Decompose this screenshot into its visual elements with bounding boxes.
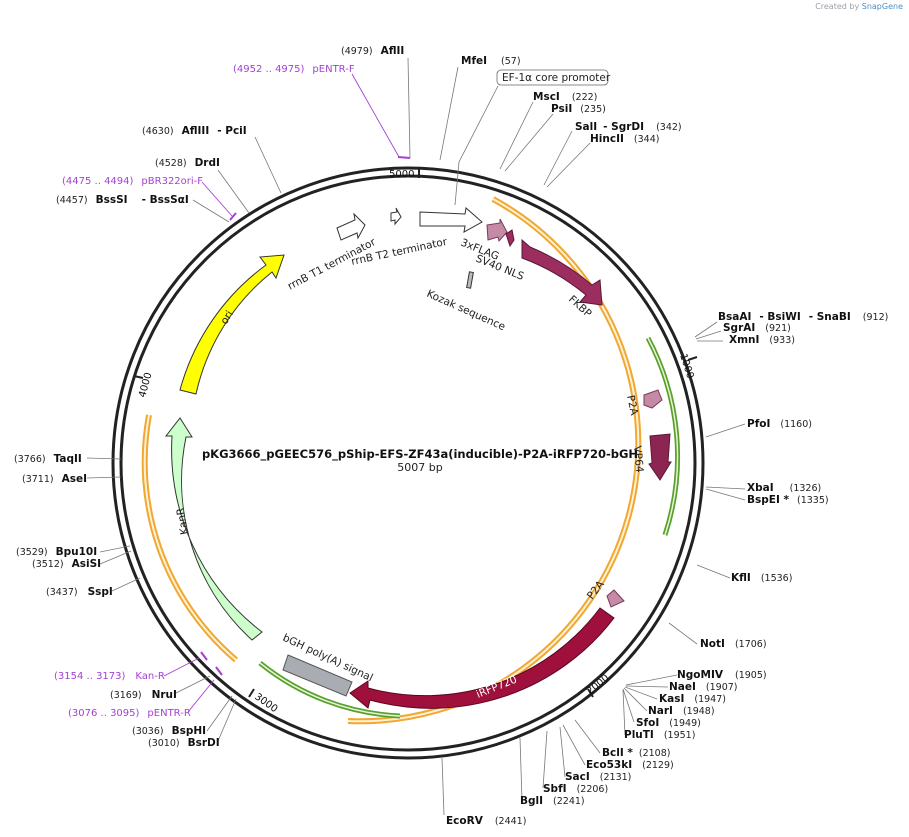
tick-4000: 4000	[137, 371, 154, 398]
kozak-feature[interactable]	[466, 271, 474, 289]
rrnb-t2-feature[interactable]	[390, 207, 402, 226]
enzyme-ngomiv[interactable]: NgoMIV(1905)	[677, 669, 767, 681]
enzyme-sspi[interactable]: (3437)SspI	[46, 586, 113, 598]
primer-pbr322ori-f[interactable]: (4475 .. 4494)pBR322ori-F	[62, 176, 203, 187]
vp64-label[interactable]: VP64	[631, 445, 645, 473]
enzyme-xbai[interactable]: XbaI(1326)	[747, 482, 821, 494]
bgh-polya-feature[interactable]	[282, 654, 353, 697]
backbone-outer	[111, 166, 705, 760]
primer-kan-r[interactable]: (3154 .. 3173)Kan-R	[54, 671, 165, 682]
created-by-credit: Created by SnapGene	[815, 2, 903, 11]
enzyme-bcli[interactable]: BclI *(2108)	[602, 747, 670, 759]
kanr-label[interactable]: KanR	[174, 507, 191, 536]
primer-pentr-r[interactable]: (3076 .. 3095)pENTR-R	[68, 708, 191, 719]
p2a-2-feature[interactable]	[606, 589, 625, 608]
enzyme-aflii[interactable]: (4979)AflII	[341, 45, 404, 57]
ef1a-promoter-feature[interactable]	[419, 207, 483, 233]
ori-feature[interactable]	[179, 254, 285, 395]
enzyme-ecorv[interactable]: EcoRV(2441)	[446, 815, 526, 827]
enzyme-drdi[interactable]: (4528)DrdI	[155, 157, 220, 169]
enzyme-eco53ki[interactable]: Eco53kI(2129)	[586, 759, 674, 771]
irfp720-feature[interactable]	[349, 607, 615, 709]
enzyme-pfoi[interactable]: PfoI(1160)	[747, 418, 812, 430]
enzyme-pluti[interactable]: PluTI(1951)	[624, 729, 695, 741]
vp64-feature[interactable]	[648, 433, 672, 481]
enzyme-bsphi[interactable]: (3036)BspHI	[132, 725, 206, 737]
enzyme-bsrdi[interactable]: (3010)BsrDI	[148, 737, 220, 749]
enzyme-bsssi[interactable]: (4457)BssSI- BssSαI	[56, 194, 189, 206]
tick-5000: 5000	[389, 169, 414, 180]
enzyme-psii[interactable]: PsiI(235)	[551, 103, 606, 115]
enzyme-bsaai[interactable]: BsaAI- BsiWI- SnaBI(912)	[718, 311, 888, 323]
snapgene-logo[interactable]: SnapGene	[861, 2, 903, 11]
enzyme-noti[interactable]: NotI(1706)	[700, 638, 767, 650]
fkbp-feature[interactable]	[521, 238, 603, 306]
enzyme-afliii[interactable]: (4630)AflIII- PciI	[142, 125, 247, 137]
sv40-label[interactable]: SV40 NLS	[474, 253, 526, 283]
enzyme-bspei[interactable]: BspEI *(1335)	[747, 494, 829, 506]
enzyme-kasi[interactable]: KasI(1947)	[659, 693, 726, 705]
3xflag-feature[interactable]	[486, 218, 508, 243]
enzyme-asei[interactable]: (3711)AseI	[22, 473, 87, 485]
enzyme-nari[interactable]: NarI(1948)	[648, 705, 715, 717]
ef1a-label-box	[496, 69, 609, 86]
primer-pentr-f[interactable]: (4952 .. 4975)pENTR-F	[233, 64, 355, 75]
plasmid-name: pKG3666_pGEEC576_pShip-EFS-ZF43a(inducib…	[202, 447, 638, 462]
tick-1000: 1000	[677, 353, 695, 381]
enzyme-hincii[interactable]: HincII(344)	[590, 133, 659, 145]
enzyme-msci[interactable]: MscI(222)	[533, 91, 597, 103]
enzyme-nrui[interactable]: (3169)NruI	[110, 689, 177, 701]
ef1a-label[interactable]: EF-1α core promoter	[502, 72, 611, 84]
enzyme-mfei[interactable]: MfeI(57)	[461, 55, 521, 67]
p2a-1-label[interactable]: P2A	[624, 394, 640, 417]
enzyme-sgrai[interactable]: SgrAI(921)	[723, 322, 791, 334]
enzyme-naei[interactable]: NaeI(1907)	[669, 681, 738, 693]
sv40-nls-feature[interactable]	[505, 229, 515, 248]
enzyme-asisi[interactable]: (3512)AsiSI	[32, 558, 101, 570]
enzyme-kfli[interactable]: KflI(1536)	[731, 572, 792, 584]
enzyme-taqii[interactable]: (3766)TaqII	[14, 453, 82, 465]
enzyme-sbfi[interactable]: SbfI(2206)	[543, 783, 608, 795]
plasmid-size: 5007 bp	[397, 461, 442, 474]
kanr-feature[interactable]	[164, 417, 263, 641]
p2a-1-feature[interactable]	[643, 389, 663, 409]
backbone-inner	[119, 174, 697, 752]
enzyme-bpu10i[interactable]: (3529)Bpu10I	[16, 546, 97, 558]
credit-prefix: Created by	[815, 2, 860, 11]
enzyme-saci[interactable]: SacI(2131)	[565, 771, 631, 783]
enzyme-bgli[interactable]: BglI(2241)	[520, 795, 585, 807]
enzyme-xmni[interactable]: XmnI(933)	[729, 334, 795, 346]
enzyme-sfoi[interactable]: SfoI(1949)	[636, 717, 701, 729]
enzyme-sali[interactable]: SalI- SgrDI(342)	[575, 121, 682, 133]
rrnb-t1-feature[interactable]	[336, 212, 366, 241]
kozak-label[interactable]: Kozak sequence	[425, 288, 507, 333]
